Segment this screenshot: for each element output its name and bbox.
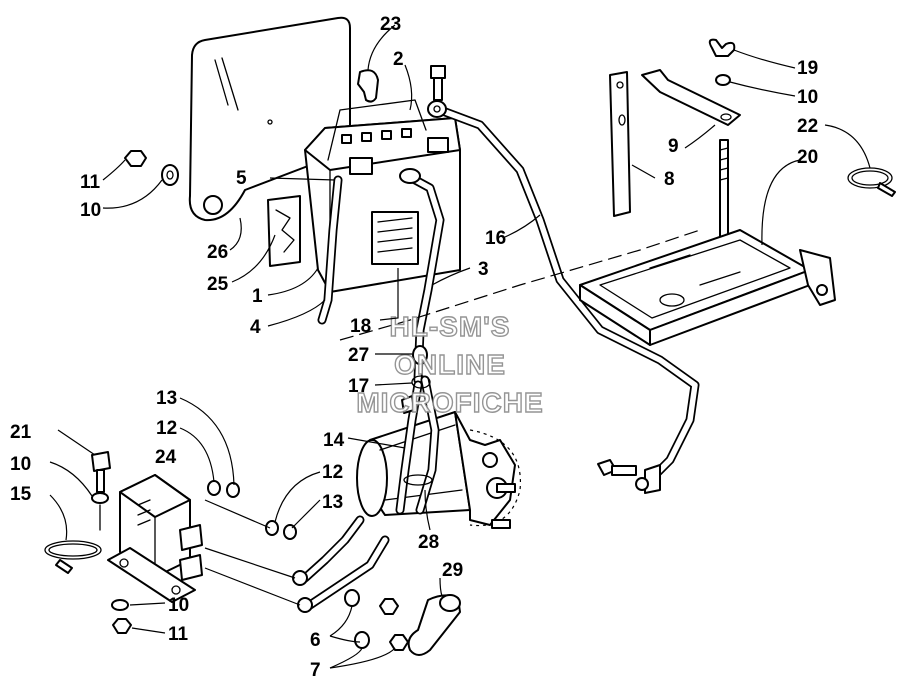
solenoid-cables xyxy=(204,515,390,613)
battery xyxy=(304,117,461,293)
mounting-bracket xyxy=(609,71,631,217)
cable-tie-left xyxy=(44,540,102,574)
wing-nut xyxy=(708,38,736,316)
cable-bolt-end xyxy=(597,459,637,476)
callout-23: 23 xyxy=(380,14,401,35)
battery-cover-plate xyxy=(188,16,351,222)
watermark-line-1: HL-SM'S xyxy=(390,311,511,342)
solenoid-bolt xyxy=(91,451,111,531)
callout-26: 26 xyxy=(207,242,228,263)
callout-24: 24 xyxy=(155,447,177,468)
negative-cable xyxy=(317,175,343,325)
callout-15: 15 xyxy=(10,484,32,505)
watermark-line-3: MICROFICHE xyxy=(356,387,543,418)
hold-down-strap xyxy=(327,99,427,161)
terminal-nuts xyxy=(344,589,409,651)
callout-9: 9 xyxy=(668,136,679,157)
terminal-boot xyxy=(357,69,379,103)
callout-2: 2 xyxy=(393,49,404,70)
watermark-line-2: ONLINE xyxy=(394,349,506,380)
callout-8: 8 xyxy=(664,169,675,190)
callout-1: 1 xyxy=(252,286,263,307)
callout-12-mid: 12 xyxy=(322,462,343,483)
callout-18: 18 xyxy=(350,316,371,337)
nut-left-top xyxy=(124,150,179,186)
solenoid-nut xyxy=(111,599,132,634)
callout-6: 6 xyxy=(310,630,321,651)
callout-16: 16 xyxy=(485,228,506,249)
callout-14: 14 xyxy=(323,430,345,451)
callout-25: 25 xyxy=(207,274,229,295)
callout-10-top: 10 xyxy=(80,200,101,221)
positive-cable xyxy=(399,168,445,385)
callout-21: 21 xyxy=(10,422,32,443)
callout-11-bottom: 11 xyxy=(168,624,189,645)
callout-27: 27 xyxy=(348,345,369,366)
callout-22: 22 xyxy=(797,116,818,137)
callout-4: 4 xyxy=(250,317,261,338)
callout-10-left: 10 xyxy=(10,454,31,475)
callout-29: 29 xyxy=(442,560,463,581)
callout-13-top: 13 xyxy=(156,388,177,409)
callout-10-bottom: 10 xyxy=(168,595,189,616)
callout-17: 17 xyxy=(348,376,369,397)
callout-19: 19 xyxy=(797,58,818,79)
battery-tray xyxy=(579,229,836,346)
callout-5: 5 xyxy=(236,168,247,189)
callout-12-top: 12 xyxy=(156,418,177,439)
leader-lines xyxy=(49,24,871,669)
cable-tie-right xyxy=(847,167,896,197)
watermark: HL-SM'S ONLINE MICROFICHE xyxy=(356,310,544,418)
callout-11-top: 11 xyxy=(80,172,101,193)
callout-10-right: 10 xyxy=(797,87,818,108)
washers-top xyxy=(207,480,297,540)
callout-3: 3 xyxy=(478,259,489,280)
starter-solenoid xyxy=(107,474,203,603)
callout-28: 28 xyxy=(418,532,439,553)
positive-terminal xyxy=(427,137,449,153)
long-cable xyxy=(427,100,700,494)
boot-27 xyxy=(412,345,428,365)
callout-7: 7 xyxy=(310,660,321,681)
frame-line xyxy=(339,229,701,341)
battery-pad xyxy=(267,195,301,267)
starter-motor xyxy=(356,411,521,529)
callout-20: 20 xyxy=(797,147,818,168)
terminal-boot-29 xyxy=(407,594,461,656)
battery-clamp xyxy=(641,69,741,126)
callout-13-mid: 13 xyxy=(322,492,343,513)
negative-terminal xyxy=(349,157,373,175)
starter-wires xyxy=(395,345,440,515)
callout-labels: 23 2 11 10 5 26 25 1 4 18 3 16 8 9 19 10… xyxy=(10,14,818,681)
cable-bolt-top xyxy=(430,65,446,101)
battery-label xyxy=(371,211,419,265)
